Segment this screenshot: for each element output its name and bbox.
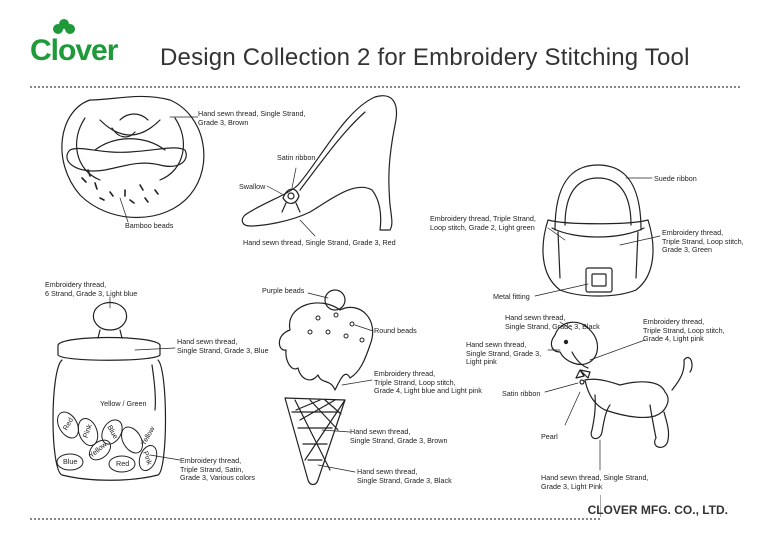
label-bag-suede: Suede ribbon xyxy=(654,174,697,183)
label-jar-thread-right: Hand sewn thread,Single Strand, Grade 3,… xyxy=(177,337,269,355)
label-jar-embroidery: Embroidery thread,Triple Strand, Satin,G… xyxy=(180,456,255,482)
label-jar-thread-top: Embroidery thread,6 Strand, Grade 3, Lig… xyxy=(45,280,138,298)
bottom-divider xyxy=(30,518,600,520)
label-bag-thread-left: Embroidery thread, Triple Strand,Loop st… xyxy=(430,214,536,232)
candy-label: Red xyxy=(116,459,130,468)
label-pretzel-thread: Hand sewn thread, Single Strand,Grade 3,… xyxy=(198,109,306,127)
logo-text: Clover xyxy=(30,34,118,67)
label-ice-purple: Purple beads xyxy=(262,286,305,295)
label-ice-thread-brown: Hand sewn thread,Single Strand, Grade 3,… xyxy=(350,427,448,445)
label-poodle-embroidery: Embroidery thread,Triple Strand, Loop st… xyxy=(643,317,725,343)
pretzel-illustration xyxy=(61,95,205,223)
poodle-illustration xyxy=(544,321,693,471)
label-poodle-thread-bottom: Hand sewn thread, Single Strand,Grade 3,… xyxy=(541,473,649,491)
top-divider xyxy=(30,86,740,88)
label-shoe-thread: Hand sewn thread, Single Strand, Grade 3… xyxy=(243,238,396,247)
label-bag-thread-right: Embroidery thread,Triple Strand, Loop st… xyxy=(662,228,744,254)
candy-label: Blue xyxy=(63,457,78,466)
clover-logo: Clover xyxy=(30,19,118,68)
handbag-illustration xyxy=(534,164,661,297)
label-ice-thread-embroidery: Embroidery thread,Triple Strand, Loop st… xyxy=(374,369,482,395)
label-bag-metal: Metal fitting xyxy=(493,292,530,301)
label-ice-round: Round beads xyxy=(374,326,417,335)
label-poodle-thread-pink: Hand sewn thread,Single Strand, Grade 3,… xyxy=(466,340,542,366)
label-poodle-thread-black: Hand sewn thread,Single Strand, Grade 3,… xyxy=(505,313,600,331)
label-jar-yellow-green: Yellow / Green xyxy=(100,399,147,408)
clover-leaf-icon xyxy=(53,19,75,34)
footer-box xyxy=(600,495,736,517)
page-title: Design Collection 2 for Embroidery Stitc… xyxy=(160,44,690,71)
ice-cream-illustration xyxy=(278,289,374,486)
label-pretzel-beads: Bamboo beads xyxy=(125,221,174,230)
label-shoe-swallow: Swallow xyxy=(239,182,266,191)
label-ice-thread-black: Hand sewn thread,Single Strand, Grade 3,… xyxy=(357,467,452,485)
label-poodle-ribbon: Satin ribbon xyxy=(502,389,541,398)
label-poodle-pearl: Pearl xyxy=(541,432,558,441)
label-shoe-ribbon: Satin ribbon xyxy=(277,153,316,162)
shoe-illustration xyxy=(241,95,397,237)
footer-company: CLOVER MFG. CO., LTD. xyxy=(587,503,728,517)
candy-jar-illustration xyxy=(52,296,181,481)
